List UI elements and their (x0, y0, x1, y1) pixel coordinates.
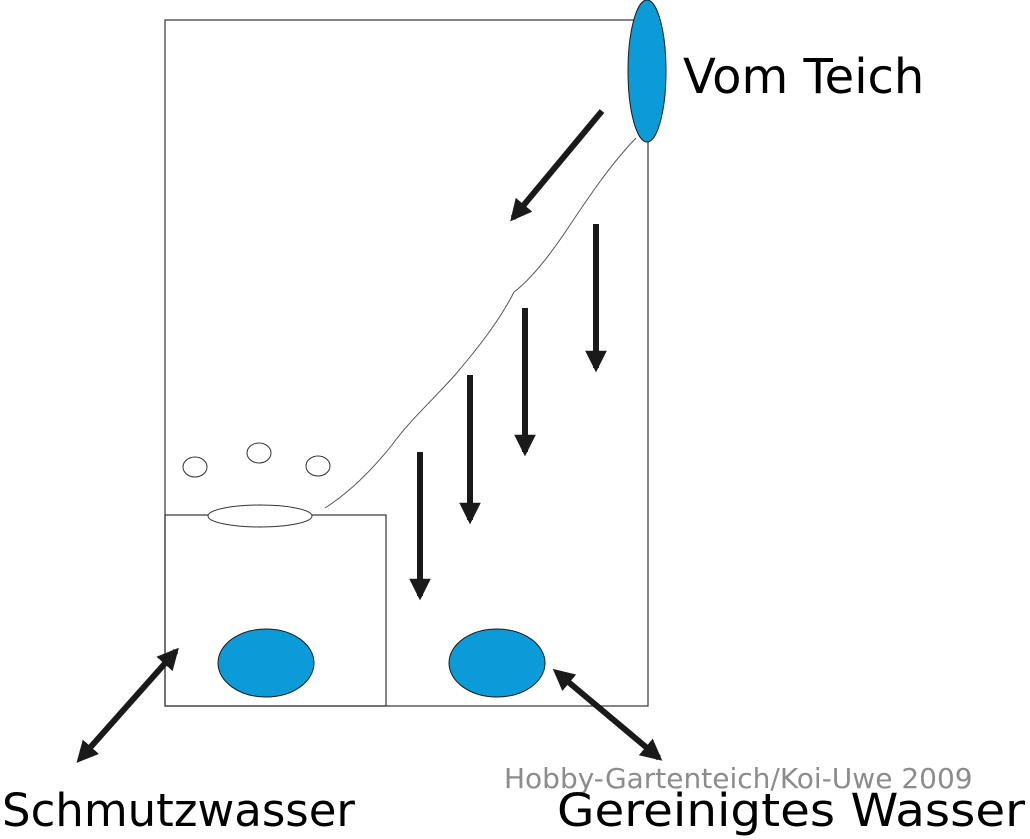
dirty-water-label: Schmutzwasser (2, 784, 355, 837)
filter-tank-outline (164, 19, 649, 707)
inflow-arrow (510, 109, 605, 222)
clean-water-label: Gereinigtes Wasser (557, 784, 1026, 837)
air-bubble (246, 442, 272, 464)
clean-water-outlet (448, 628, 546, 698)
dirty-water-pointer-arrow (76, 647, 179, 763)
watermark: Hobby-Gartenteich/Koi-Uwe 2009 (504, 762, 973, 795)
clean-water-pointer-arrow (552, 668, 663, 761)
dirty-water-outlet (217, 628, 315, 698)
inlet-label: Vom Teich (683, 49, 924, 105)
chamber-opening (207, 504, 313, 528)
inlet-pipe (627, 0, 667, 143)
air-bubble (305, 455, 331, 477)
air-bubble (182, 456, 208, 478)
sloped-divider (324, 137, 637, 509)
